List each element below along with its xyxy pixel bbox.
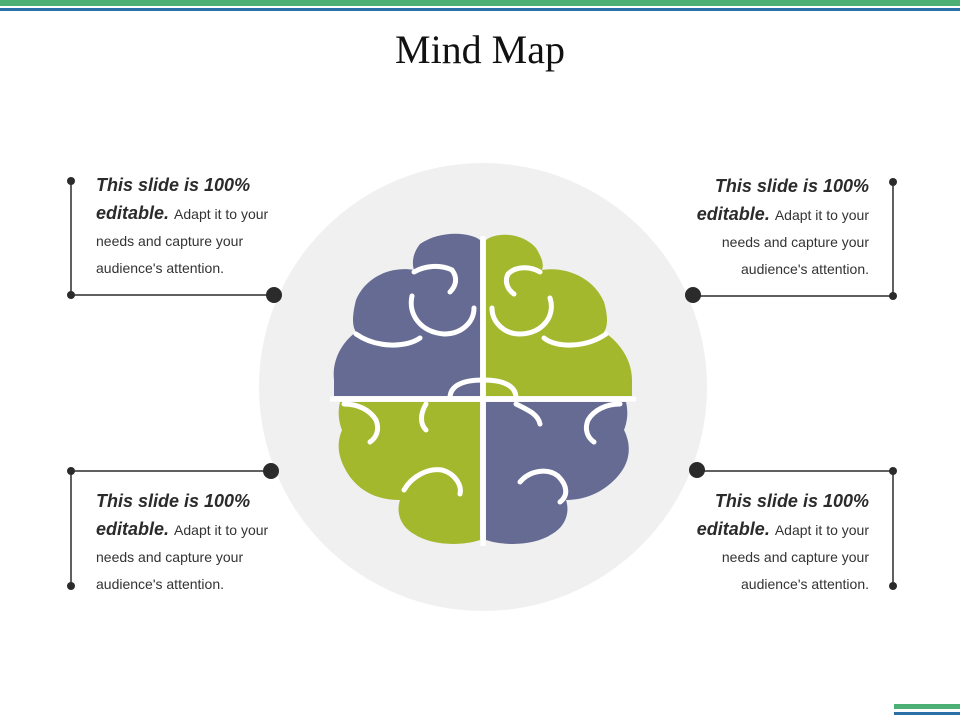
- callout-bottom-left-body: Adapt it to your needs and capture your …: [96, 522, 269, 592]
- connector-node-bottom-left: [263, 463, 279, 479]
- callout-top-right: This slide is 100% editable. Adapt it to…: [679, 173, 869, 283]
- callout-bottom-left-lead: This slide is 100% editable.: [96, 491, 251, 539]
- callout-bottom-right-lead: This slide is 100% editable.: [696, 491, 869, 539]
- footer-accent-bar-blue: [894, 712, 960, 715]
- top-accent-bar-green: [0, 0, 960, 6]
- connector-dot-top-right-end: [889, 178, 897, 186]
- brain-lobe-top-right: [486, 234, 632, 396]
- connector-top-right: [693, 182, 894, 297]
- connector-node-top-right: [685, 287, 701, 303]
- connector-dot-bottom-right-end: [889, 582, 897, 590]
- page-title: Mind Map: [395, 27, 565, 72]
- callout-top-left-body: Adapt it to your needs and capture your …: [96, 206, 269, 276]
- brain-lobe-top-left: [333, 233, 480, 396]
- top-accent-bar-blue: [0, 8, 960, 11]
- connector-node-bottom-right: [689, 462, 705, 478]
- connector-dot-bottom-left-corner: [67, 467, 75, 475]
- callout-top-right-body: Adapt it to your needs and capture your …: [721, 207, 869, 277]
- connector-dot-top-left-end: [67, 177, 75, 185]
- connector-dot-bottom-right-corner: [889, 467, 897, 475]
- connector-bottom-right: [697, 470, 894, 586]
- connector-node-top-left: [266, 287, 282, 303]
- connector-dot-bottom-left-end: [67, 582, 75, 590]
- connector-dot-top-right-corner: [889, 292, 897, 300]
- callout-top-right-lead: This slide is 100% editable.: [696, 176, 869, 224]
- callout-top-left: This slide is 100% editable. Adapt it to…: [96, 172, 286, 282]
- callout-bottom-left: This slide is 100% editable. Adapt it to…: [96, 488, 286, 598]
- brain-detail-lines: [341, 263, 623, 505]
- connector-dot-top-left-corner: [67, 291, 75, 299]
- callout-top-left-lead: This slide is 100% editable.: [96, 175, 251, 223]
- callout-bottom-right: This slide is 100% editable. Adapt it to…: [679, 488, 869, 598]
- connector-top-left: [70, 181, 274, 296]
- footer-accent-bar-green: [894, 704, 960, 709]
- callout-bottom-right-body: Adapt it to your needs and capture your …: [721, 522, 869, 592]
- connector-bottom-left: [70, 470, 271, 586]
